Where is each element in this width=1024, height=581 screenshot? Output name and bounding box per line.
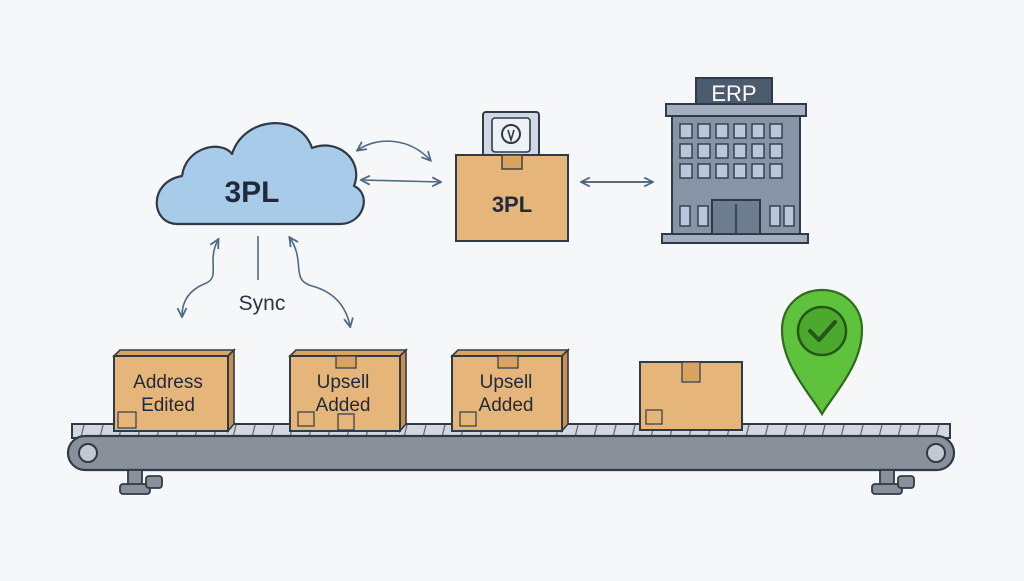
erp-window	[769, 143, 783, 159]
package-label-line1: Address	[133, 372, 203, 393]
sync-arrow-right	[290, 238, 350, 326]
erp-window	[751, 163, 765, 179]
erp-window	[697, 205, 709, 227]
erp-window	[715, 143, 729, 159]
erp-window	[697, 123, 711, 139]
erp-label: ERP	[711, 81, 756, 106]
package-tape	[681, 361, 701, 383]
erp-window	[751, 123, 765, 139]
right-leg	[871, 469, 915, 495]
package-label-line1: Upsell	[480, 372, 533, 393]
erp-window	[733, 123, 747, 139]
curved-arrow	[358, 140, 430, 160]
left-roller	[78, 443, 98, 463]
package-label-line1: Upsell	[317, 372, 370, 393]
erp-window	[733, 143, 747, 159]
erp-window	[679, 205, 691, 227]
left-leg	[119, 469, 163, 495]
erp-window	[769, 205, 781, 227]
cloud-to-3pl-arrow	[362, 180, 440, 182]
conveyor-frame	[66, 434, 956, 472]
package-flap	[337, 413, 355, 431]
package-box	[639, 361, 743, 431]
package-label-line2: Edited	[141, 395, 195, 416]
erp-window	[715, 163, 729, 179]
erp-window	[697, 163, 711, 179]
cloud-3pl: 3PL	[155, 122, 365, 226]
package-label-icon	[459, 411, 477, 427]
sync-label: Sync	[239, 292, 286, 315]
3pl-box: 3PL	[455, 111, 569, 242]
erp-window	[697, 143, 711, 159]
right-roller	[926, 443, 946, 463]
erp-window	[769, 163, 783, 179]
cloud-label: 3PL	[224, 176, 279, 209]
package-box: Upsell Added	[288, 348, 408, 434]
erp-base	[661, 233, 809, 244]
erp-window	[679, 123, 693, 139]
package-box: Upsell Added	[450, 348, 570, 434]
erp-window	[751, 143, 765, 159]
scanner-icon	[501, 124, 521, 144]
check-circle	[796, 305, 848, 357]
package-label-line2: Added	[479, 395, 534, 416]
cloud-icon	[155, 122, 365, 226]
erp-window	[783, 205, 795, 227]
package-label-icon	[117, 411, 137, 429]
check-icon	[808, 320, 837, 342]
conveyor-belt	[66, 423, 956, 495]
package-tape	[497, 355, 519, 369]
package-box-body	[113, 355, 229, 432]
erp-window	[733, 163, 747, 179]
3pl-box-label: 3PL	[492, 192, 532, 217]
conveyor-slat	[80, 424, 85, 438]
scanner-glyph	[507, 129, 515, 143]
sync-connector: Sync	[182, 236, 350, 326]
package-label-icon	[645, 409, 663, 425]
package-label-icon	[297, 411, 315, 427]
erp-windows	[679, 123, 795, 227]
erp-window	[769, 123, 783, 139]
package-tape	[335, 355, 357, 369]
package-box: Address Edited	[112, 348, 236, 434]
3pl-box-tape	[501, 154, 523, 170]
sync-arrow-left	[182, 240, 218, 316]
package-label-line2: Added	[316, 395, 371, 416]
erp-roof	[665, 103, 807, 117]
erp-window	[715, 123, 729, 139]
scanner-screen	[491, 117, 531, 153]
erp-building: ERP	[661, 77, 809, 244]
erp-sign	[695, 77, 773, 107]
erp-window	[679, 163, 693, 179]
delivered-marker	[780, 288, 864, 417]
erp-window	[679, 143, 693, 159]
